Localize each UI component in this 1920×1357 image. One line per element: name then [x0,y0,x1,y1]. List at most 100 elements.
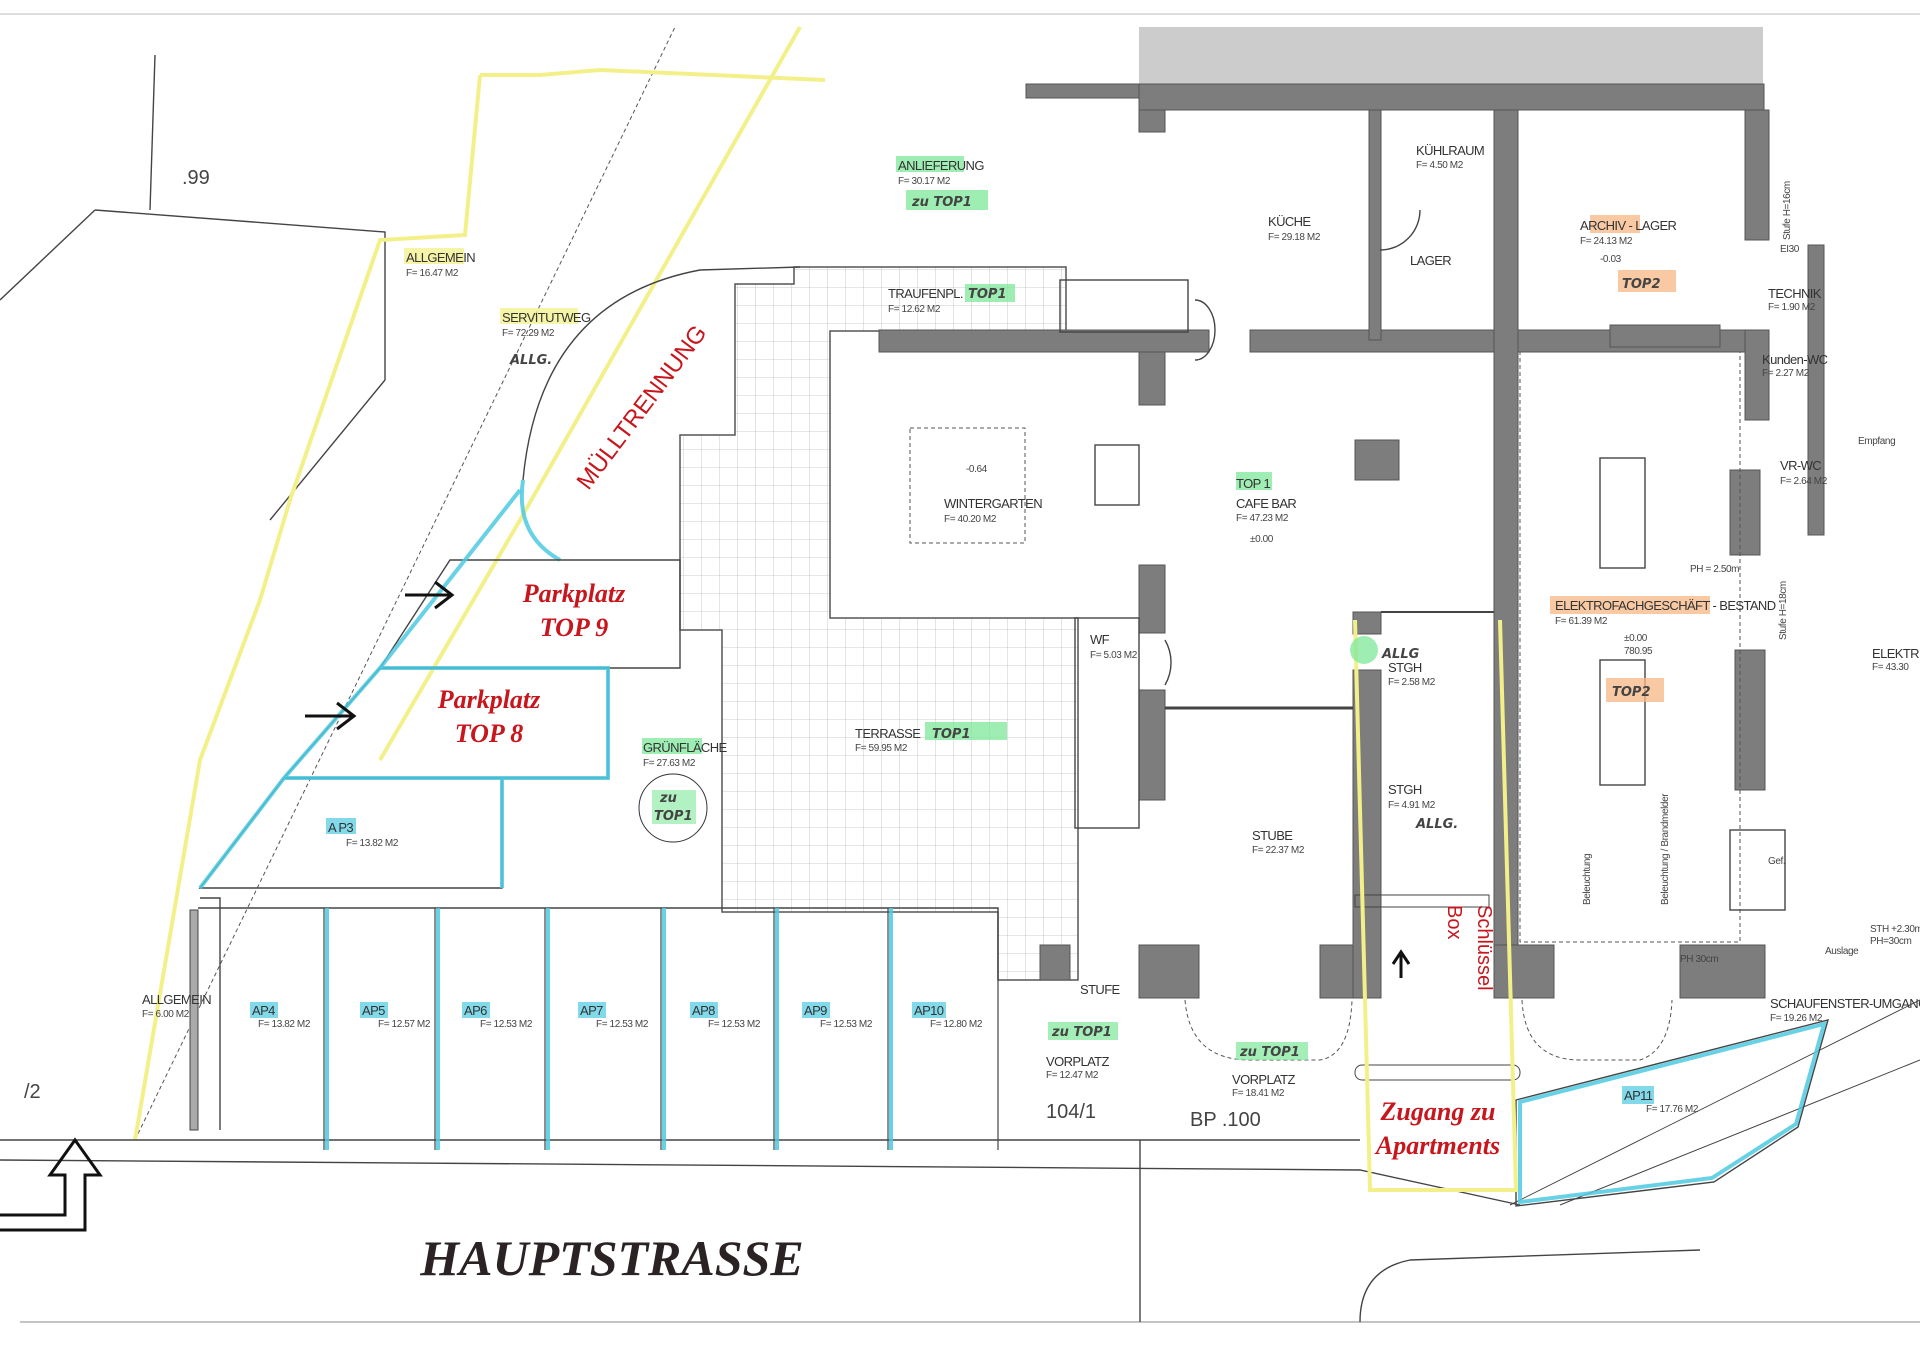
room-area: F= 19.26 M2 [1770,1013,1823,1024]
room-note: ALLG [1381,647,1420,662]
room-note: TOP1 [932,727,971,742]
room-area: F= 16.47 M2 [406,268,459,279]
room-stube: STUBE [1252,828,1293,843]
room-area: F= 2.64 M2 [1780,476,1828,487]
svg-text:AP8: AP8 [692,1003,715,1018]
room-anlieferung: ANLIEFERUNG [898,158,984,173]
room-note: TOP2 [1612,685,1651,700]
room-area: F= 2.58 M2 [1388,677,1436,688]
svg-text:F= 12.53 M2: F= 12.53 M2 [480,1019,533,1030]
room-vorplatz: VORPLATZ [1046,1054,1110,1069]
lot-lines [0,26,1920,1323]
parking-ap3: A P3 [328,820,353,835]
schluessel-label: Schlüssel [1473,905,1495,991]
room-area: F= 29.18 M2 [1268,232,1321,243]
svg-text:AP6: AP6 [464,1003,487,1018]
room-area: F= 18.41 M2 [1232,1088,1285,1099]
room-gruenflaeche: GRÜNFLÄCHE [643,740,727,755]
height-note: PH 30cm [1680,954,1718,965]
room-elektr: ELEKTR [1872,646,1919,661]
room-area: F= 30.17 M2 [898,176,951,187]
room-area: F= 12.47 M2 [1046,1070,1099,1081]
level-marker: ±0.00 [1250,534,1274,545]
room-kunden-wc: Kunden-WC [1762,352,1828,367]
step-note: Stufe H=16cm [1782,181,1793,240]
direction-arrows [0,580,1411,1232]
level-marker: 780.95 [1624,646,1653,657]
door-rating: EI30 [1780,244,1800,255]
room-top1: TOP 1 [1236,476,1270,491]
room-area: F= 72.29 M2 [502,328,555,339]
room-stgh: STGH [1388,660,1422,675]
room-area: F= 1.90 M2 [1768,302,1816,313]
room-vr-wc: VR-WC [1780,458,1821,473]
room-area: F= 61.39 M2 [1555,616,1608,627]
room-empfang: Empfang [1858,436,1895,447]
turn-arrow-icon [0,1137,103,1232]
room-terrasse: TERRASSE [855,726,921,741]
terrace-tiles [679,266,1079,981]
room-area: F= 24.13 M2 [1580,236,1633,247]
room-cafe-bar: CAFE BAR [1236,496,1296,511]
svg-text:F= 13.82 M2: F= 13.82 M2 [258,1019,311,1030]
room-area: F= 4.91 M2 [1388,800,1436,811]
room-area: F= 47.23 M2 [1236,513,1289,524]
room-technik: TECHNIK [1768,286,1822,301]
room-wintergarten: WINTERGARTEN [944,496,1042,511]
room-kuehlraum: KÜHLRAUM [1416,143,1484,158]
parcel-bp-100: BP .100 [1190,1109,1261,1131]
parking-ap11: AP11 [1624,1088,1653,1103]
room-area: F= 59.95 M2 [855,743,908,754]
street-name: HAUPTSTRASSE [419,1230,803,1286]
svg-text:AP5: AP5 [362,1003,385,1018]
room-stgh: STGH [1388,782,1422,797]
fire-alarm-note: Beleuchtung / Brandmelder [1660,793,1671,905]
step-note: Stufe H=18cm [1778,581,1789,640]
room-schaufenster: SCHAUFENSTER-UMGANG [1770,996,1920,1011]
height-note: PH=30cm [1870,936,1911,947]
room-wf: WF [1090,632,1110,647]
room-kueche: KÜCHE [1268,214,1311,229]
level-marker: ±0.00 [1624,633,1648,644]
zugang-apartments: Apartments [1374,1131,1500,1160]
room-area: F= 2.27 M2 [1762,368,1810,379]
svg-text:AP10: AP10 [914,1003,944,1018]
room-servitutweg: SERVITUTWEG [502,310,591,325]
level-marker: -0.03 [1600,254,1622,265]
building-walls [878,83,1825,1192]
room-labels: ALLGEMEIN F= 16.47 M2 SERVITUTWEG F= 72.… [142,143,1920,1115]
room-area: F= 17.76 M2 [1646,1104,1699,1115]
room-area: F= 12.62 M2 [888,304,941,315]
svg-text:F= 12.80 M2: F= 12.80 M2 [930,1019,983,1030]
room-traufenpl: TRAUFENPL. [888,286,963,301]
room-note: zu TOP1 [1239,1045,1300,1060]
room-note: zu TOP1 [1051,1025,1112,1040]
room-note: ALLG. [1415,817,1458,832]
svg-text:AP4: AP4 [252,1003,275,1018]
svg-text:F= 12.53 M2: F= 12.53 M2 [708,1019,761,1030]
lighting-note: Beleuchtung [1582,854,1593,905]
parking-outlines [189,488,1830,1207]
svg-text:F= 12.53 M2: F= 12.53 M2 [596,1019,649,1030]
parkplatz-8-top: TOP 8 [455,719,524,748]
zugang-label: Zugang zu [1380,1097,1496,1126]
step-label: STUFE [1080,982,1121,997]
room-area: F= 27.63 M2 [643,758,696,769]
room-area: F= 43.30 [1872,662,1909,673]
room-note: TOP1 [968,287,1007,302]
room-area: F= 40.20 M2 [944,514,997,525]
room-note: zu TOP1 [911,195,972,210]
room-allgemein: ALLGEMEIN [142,992,211,1007]
room-area: F= 22.37 M2 [1252,845,1305,856]
room-area: F= 6.00 M2 [142,1009,190,1020]
waste-area [522,266,801,481]
parkplatz-9-top: TOP 9 [540,613,609,642]
height-note: STH +2.30m [1870,924,1920,935]
